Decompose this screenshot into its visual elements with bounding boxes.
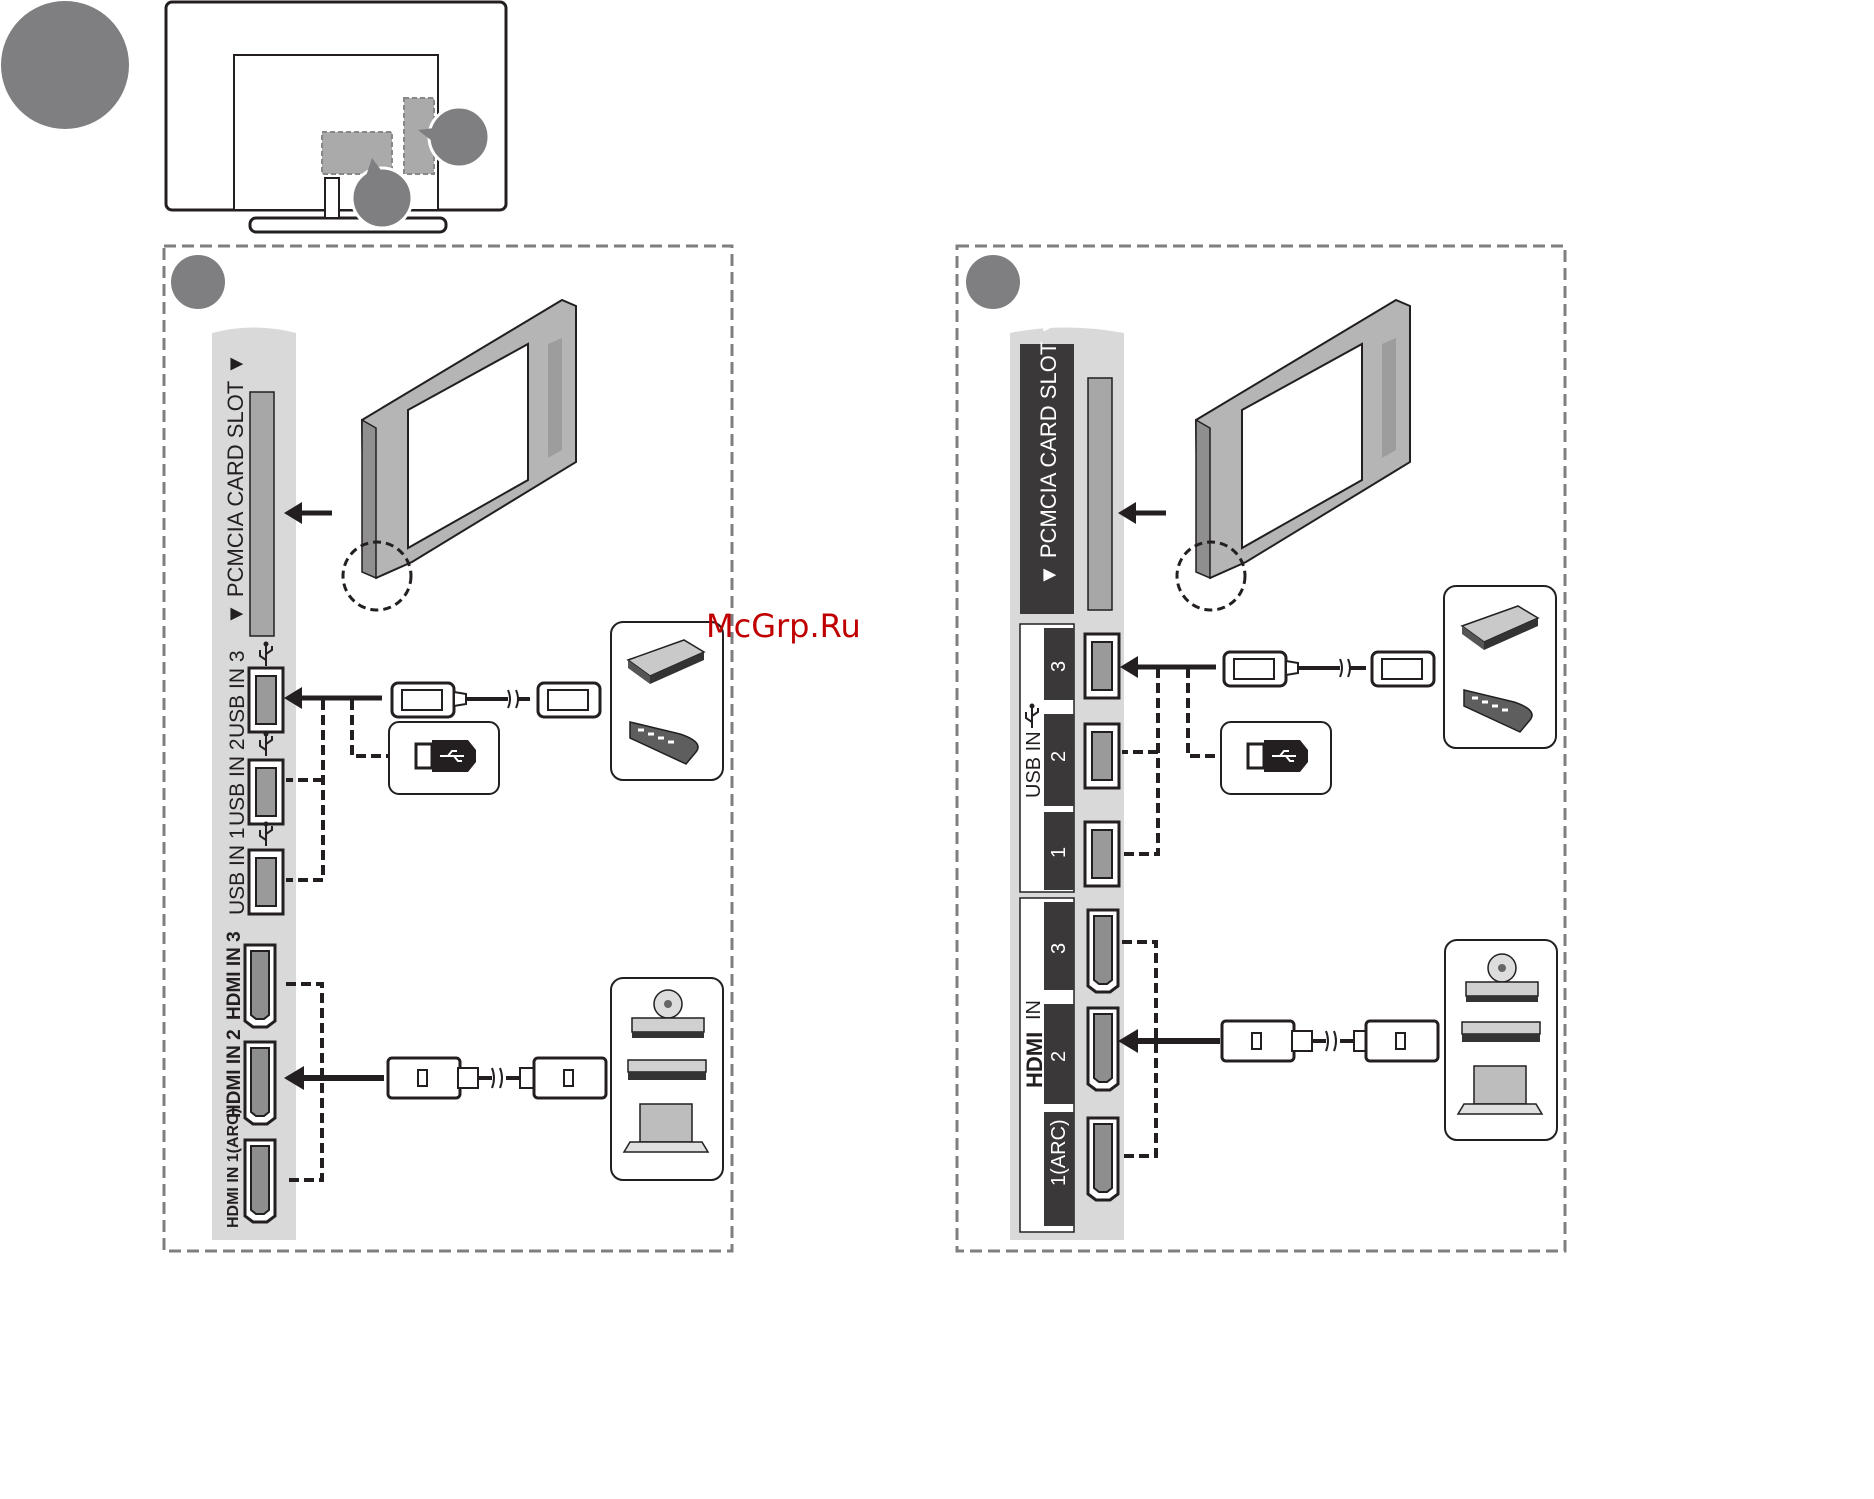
hdmi-in-2-label: HDMI IN 2 [224, 1029, 245, 1118]
usb-device-box [611, 622, 723, 780]
hdmi-port-1-arc[interactable] [1088, 1118, 1118, 1200]
right-connection-panel: ▼ PCMCIA CARD SLOT ▼ 3 2 1 USB IN 3 2 1(… [957, 246, 1565, 1251]
usb-port-1[interactable] [249, 850, 283, 914]
pcmcia-label: ▼ PCMCIA CARD SLOT ▼ [1036, 314, 1061, 586]
set-top-box-icon [1462, 1022, 1540, 1042]
usb-cable-icon [284, 683, 600, 717]
usb-in-3-label: USB IN 3 [226, 650, 249, 738]
usb-port-1[interactable] [1085, 822, 1119, 886]
set-top-box-icon [628, 1060, 706, 1080]
usb-in-1-label: USB IN 1 [226, 827, 249, 915]
hdmi-port-1-arc[interactable] [245, 1140, 275, 1222]
usb-port-3[interactable] [249, 668, 283, 732]
left-connection-panel: ▼ PCMCIA CARD SLOT ▼ USB IN 3 USB IN 2 U… [164, 246, 732, 1251]
ci-module-card-icon [1177, 300, 1410, 610]
hdmi-port-2[interactable] [245, 1042, 275, 1124]
step-badge [1, 1, 129, 129]
callout-badge [429, 107, 489, 167]
usb-number-2: 2 [1048, 751, 1070, 762]
hdmi-device-box [1445, 940, 1557, 1140]
pcmcia-slot [250, 392, 274, 636]
panel-badge [966, 255, 1020, 309]
hdmi-cable-icon [1118, 1021, 1438, 1061]
ci-module-card-icon [343, 300, 576, 610]
watermark: McGrp.Ru [706, 607, 861, 645]
hdmi-in-3-label: HDMI IN 3 [224, 931, 245, 1020]
pcmcia-label: ▼ PCMCIA CARD SLOT ▼ [223, 353, 248, 625]
usb-flash-drive-icon [389, 722, 499, 794]
hdmi-number-1-arc: 1(ARC) [1048, 1119, 1070, 1186]
usb-port-2[interactable] [1085, 724, 1119, 788]
pcmcia-slot [1088, 378, 1112, 610]
hdmi-number-3: 3 [1048, 943, 1070, 954]
hdmi-device-box [611, 978, 723, 1180]
usb-device-box [1444, 586, 1556, 748]
hdmi-port-3[interactable] [245, 945, 275, 1027]
hdmi-logo: HDMI [1022, 1032, 1047, 1088]
hdmi-in-label: IN [1023, 1000, 1045, 1020]
hdmi-port-2[interactable] [1088, 1008, 1118, 1090]
usb-number-1: 1 [1048, 847, 1070, 858]
hdmi-port-3[interactable] [1088, 910, 1118, 992]
usb-port-2[interactable] [249, 760, 283, 824]
hdmi-in-1-arc-label: HDMI IN 1(ARC) [225, 1108, 242, 1228]
hdmi-cable-icon [284, 1058, 606, 1098]
panel-badge [171, 255, 225, 309]
usb-port-3[interactable] [1085, 634, 1119, 698]
usb-flash-drive-icon [1221, 722, 1331, 794]
usb-in-2-label: USB IN 2 [226, 738, 249, 826]
tv-rear-view [1, 1, 506, 232]
usb-number-3: 3 [1048, 661, 1070, 672]
hdmi-number-2: 2 [1048, 1051, 1070, 1062]
usb-in-label: USB IN [1023, 731, 1045, 798]
callout-badge [352, 168, 412, 228]
usb-cable-icon [1120, 652, 1434, 686]
